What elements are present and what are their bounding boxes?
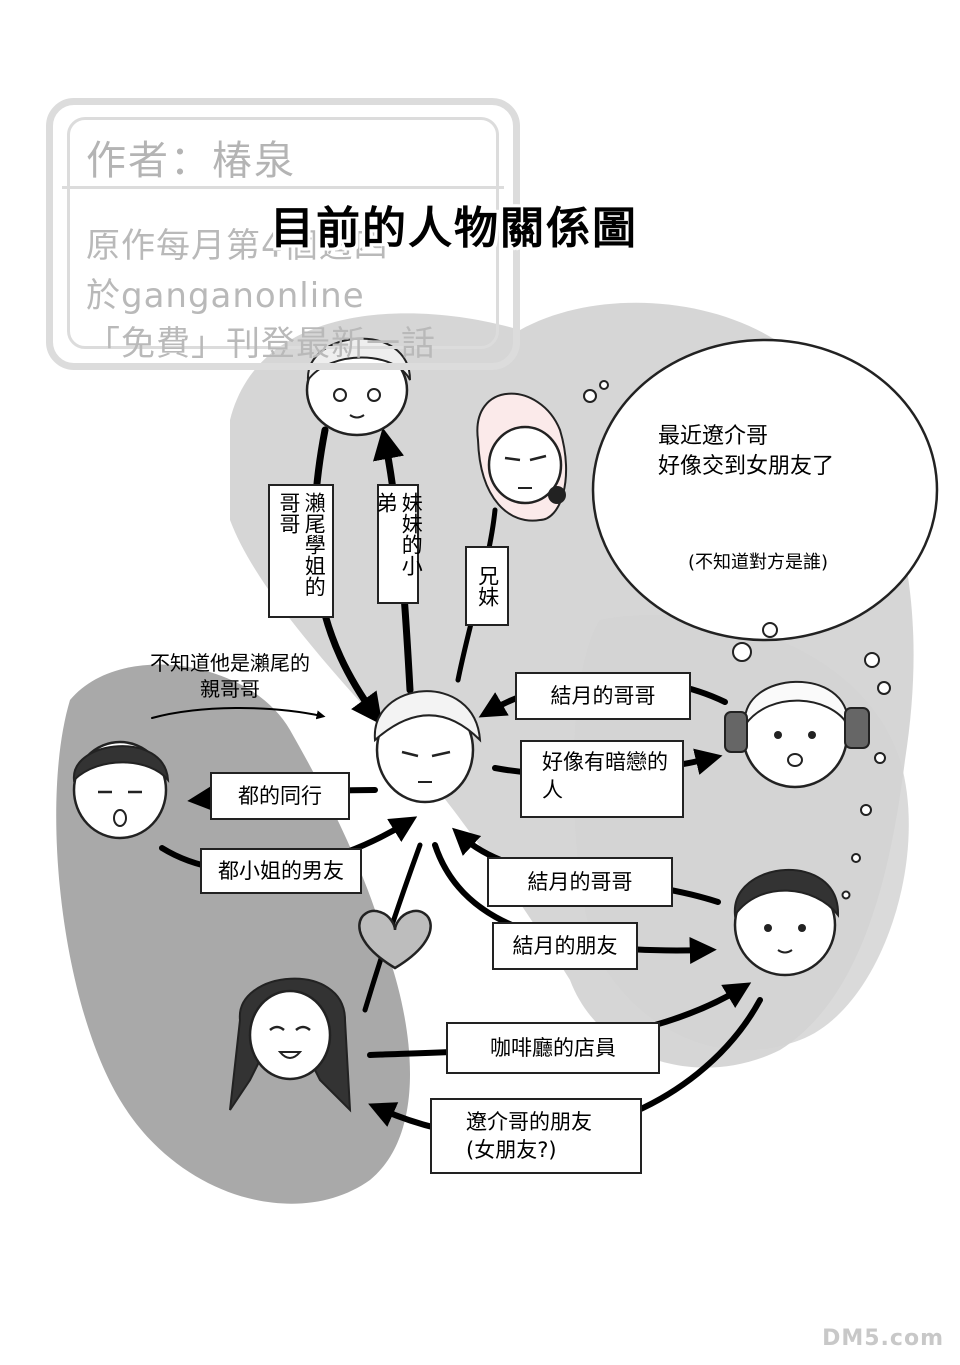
thin-arrow-note — [151, 707, 326, 720]
thought-dot — [841, 890, 851, 900]
label-sister-brother: 瀨尾學姐的哥哥 — [268, 484, 334, 618]
heart-icon — [358, 909, 432, 970]
page-title: 目前的人物關係圖 — [270, 203, 638, 254]
site-logo: DM5.com — [822, 1326, 944, 1351]
yuzuki-face-icon — [724, 680, 870, 789]
watermark-author: 作者：椿泉 — [86, 138, 296, 184]
thought-dot — [860, 804, 872, 816]
label-sisters-junior: 妹妹的小弟 — [374, 484, 423, 604]
watermark-line-1: 原作每月第4個週四 — [86, 226, 389, 266]
watermark-divider — [62, 186, 504, 189]
friend-face-icon — [733, 869, 840, 977]
sister-face-icon — [476, 392, 568, 522]
note-doesnt-know: 不知道他是瀨尾的親哥哥 — [150, 651, 310, 701]
colleague-face-icon — [72, 740, 170, 840]
thought-dot — [851, 853, 861, 863]
thought-dot — [762, 622, 778, 638]
label-yuzuki-brother-2: 結月的哥哥 — [487, 857, 673, 907]
thought-dot — [732, 642, 752, 662]
label-ryosuke-friend: 遼介哥的朋友 (女朋友?) — [430, 1098, 642, 1174]
ryosuke-face-icon — [373, 690, 482, 804]
label-yuzuki-brother-1: 結月的哥哥 — [515, 672, 691, 720]
thought-bubble — [591, 338, 939, 642]
cafe-girl-face-icon — [229, 977, 352, 1113]
bubble-line-1: 最近遼介哥 — [658, 424, 769, 449]
label-miyako-boyfriend: 都小姐的男友 — [200, 848, 362, 894]
watermark-line-3: 「免費」刊登最新一話 — [86, 324, 436, 364]
watermark-frame — [46, 98, 520, 370]
label-miyako-colleague: 都的同行 — [210, 772, 350, 820]
label-seems-crush: 好像有暗戀的人 — [520, 740, 684, 818]
label-cafe-staff: 咖啡廳的店員 — [446, 1022, 660, 1074]
bubble-note: (不知道對方是誰) — [688, 552, 829, 573]
thought-dot — [874, 752, 886, 764]
thought-dot — [864, 652, 880, 668]
label-yuzuki-friend: 結月的朋友 — [492, 922, 638, 970]
watermark-line-2: 於ganganonline — [86, 276, 365, 316]
label-siblings: 兄妹 — [465, 546, 509, 626]
thought-dot — [599, 380, 609, 390]
thought-dot — [583, 389, 597, 403]
thought-dot — [877, 681, 891, 695]
bubble-line-2: 好像交到女朋友了 — [658, 454, 835, 479]
